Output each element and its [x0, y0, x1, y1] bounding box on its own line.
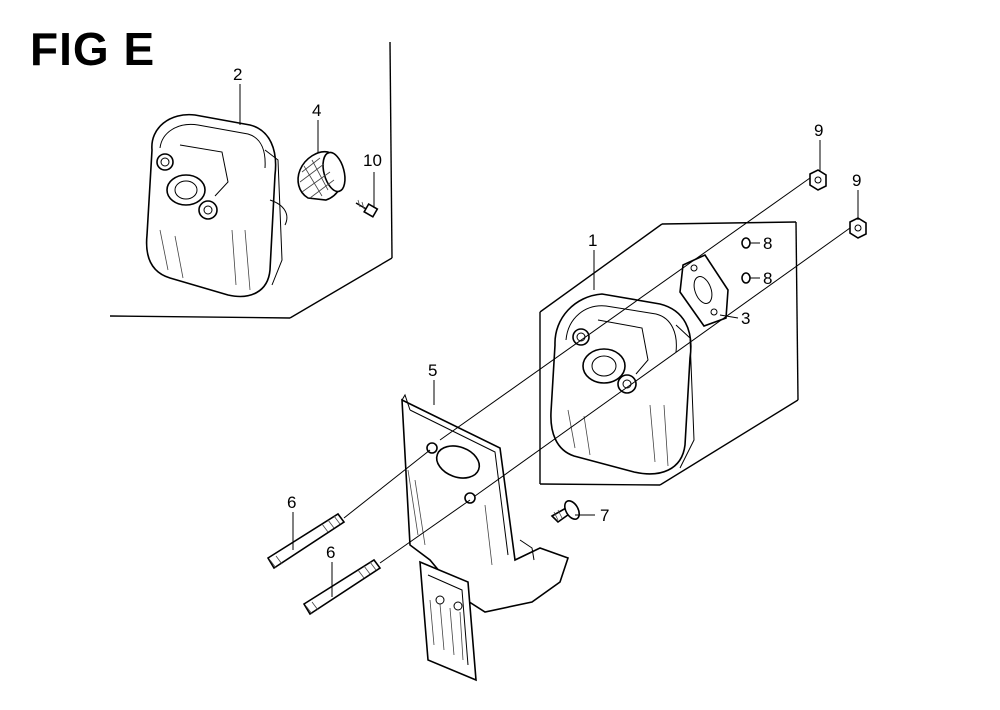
stud-parts [266, 512, 382, 616]
callout-4: 4 [312, 101, 321, 120]
callout-9-upper: 9 [814, 121, 823, 140]
muffler-alt-part [145, 113, 288, 298]
callout-5: 5 [428, 361, 437, 380]
callout-3: 3 [741, 309, 750, 328]
washer-parts [741, 237, 751, 284]
main-assembly-frame [539, 221, 799, 486]
callout-6-lower: 6 [326, 543, 335, 562]
inset-frame [109, 41, 393, 319]
callout-labels: 2 4 10 1 9 9 8 8 3 5 6 6 7 [233, 65, 861, 562]
muffler-main-part [550, 293, 695, 475]
callout-8-upper: 8 [763, 234, 772, 253]
callout-10: 10 [363, 151, 382, 170]
callout-2: 2 [233, 65, 242, 84]
callout-8-lower: 8 [763, 269, 772, 288]
gasket-part [679, 253, 729, 327]
callout-1: 1 [588, 231, 597, 250]
callout-7: 7 [600, 506, 609, 525]
bolt-part [550, 500, 581, 524]
callout-9-lower: 9 [852, 171, 861, 190]
figure-title: FIG E [30, 23, 156, 75]
assembly-guide-lines [343, 177, 851, 564]
callout-leaders [239, 84, 859, 597]
heat-shield-part [401, 393, 570, 682]
spark-arrester-part [297, 150, 346, 201]
nut-parts [809, 169, 867, 239]
callout-6-upper: 6 [287, 493, 296, 512]
